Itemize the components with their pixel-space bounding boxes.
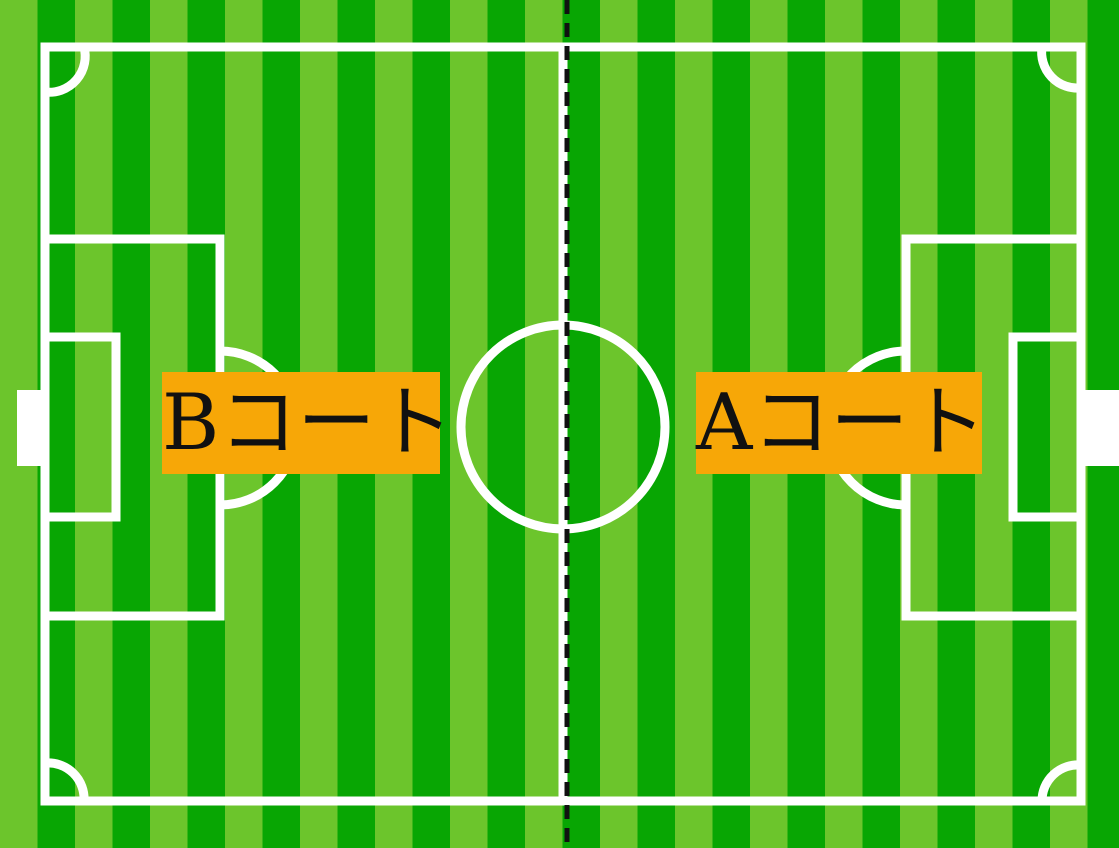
grass-stripe xyxy=(638,0,676,848)
a-court-label: Aコート xyxy=(696,372,982,474)
grass-stripe xyxy=(600,0,638,848)
goal-left xyxy=(17,390,45,466)
grass-stripe xyxy=(1013,0,1051,848)
grass-stripe xyxy=(525,0,563,848)
goal-right xyxy=(1081,390,1119,466)
b-court-label: Bコート xyxy=(162,372,440,474)
grass-stripe xyxy=(450,0,488,848)
grass-stripe xyxy=(488,0,526,848)
grass-stripe xyxy=(75,0,113,848)
